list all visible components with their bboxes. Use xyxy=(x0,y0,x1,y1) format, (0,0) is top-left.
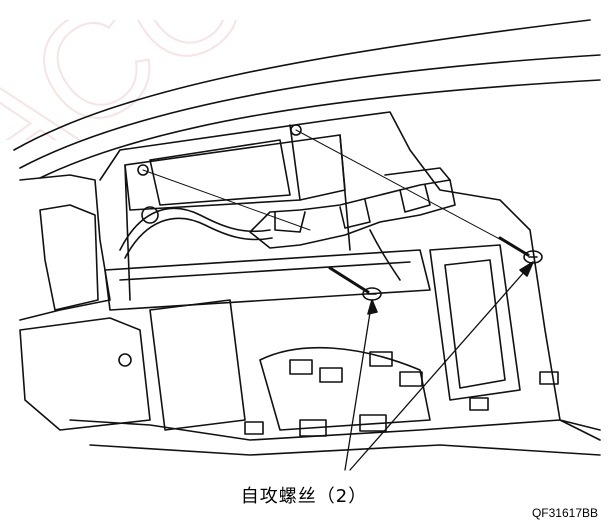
bracket-assembly xyxy=(249,179,456,249)
leader-line-right xyxy=(349,261,534,471)
lower-cross-member-inner xyxy=(119,261,411,281)
figure-code: QF31617BB xyxy=(531,506,598,520)
left-lower-vent xyxy=(19,317,151,431)
left-vent-housing xyxy=(39,204,99,311)
dashboard-top-line-2 xyxy=(39,79,601,179)
screw-caption: 自攻螺丝（2） xyxy=(240,486,368,507)
left-panel-edge xyxy=(19,174,111,321)
frame-vertical-left xyxy=(124,164,131,301)
left-lower-vent-knob xyxy=(118,353,132,367)
dash-opening xyxy=(99,111,601,431)
connector-cluster xyxy=(259,346,431,431)
bracket-tab-2 xyxy=(339,199,371,229)
leader-arrow-left xyxy=(367,299,378,315)
connector-1 xyxy=(289,359,313,375)
connector-2 xyxy=(319,367,343,383)
bottom-console-2 xyxy=(89,444,601,456)
screw-hole-left xyxy=(137,164,149,176)
bracket-cable xyxy=(369,229,401,281)
frame-vertical-mid xyxy=(289,124,301,201)
bottom-tab-2 xyxy=(469,397,489,411)
leader-arrow-right xyxy=(519,261,534,277)
upper-frame xyxy=(124,134,346,211)
leader-line-left xyxy=(344,299,373,471)
bottom-console xyxy=(69,419,601,441)
bracket-tab-3 xyxy=(399,184,431,213)
bottom-tab-1 xyxy=(244,421,264,435)
dashboard-top-line xyxy=(19,54,601,169)
bracket-tab-1 xyxy=(274,211,306,233)
bottom-tab-3 xyxy=(539,371,559,385)
center-column-right-inner xyxy=(444,259,506,389)
guide-line-2 xyxy=(295,129,521,251)
connector-6 xyxy=(359,414,387,432)
harness-clip xyxy=(141,206,159,224)
lower-cross-member xyxy=(104,249,431,311)
center-column-right xyxy=(429,244,521,401)
connector-4 xyxy=(399,371,423,387)
windshield-edge xyxy=(13,19,591,151)
screw-hole-right xyxy=(290,124,302,136)
self-tapping-screw-left xyxy=(328,266,382,301)
upper-frame-inner xyxy=(149,139,291,206)
harness-left xyxy=(119,207,271,251)
center-column-left xyxy=(149,299,246,431)
harness-left-2 xyxy=(124,217,273,259)
bracket-lip xyxy=(384,167,451,181)
frame-vertical-right xyxy=(339,134,351,251)
self-tapping-screw-right xyxy=(498,236,543,264)
connector-3 xyxy=(369,351,393,367)
guide-line-1 xyxy=(142,169,311,231)
